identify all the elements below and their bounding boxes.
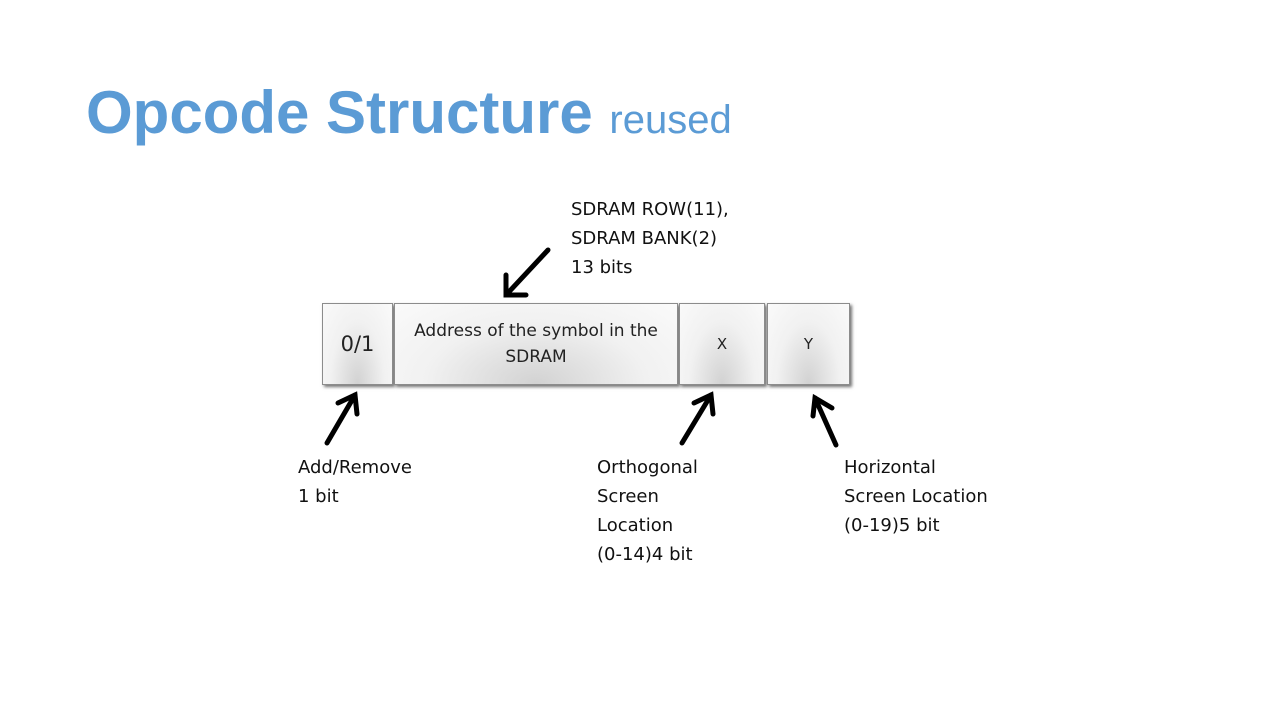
field-symbol-address: Address of the symbol in the SDRAM [394, 303, 678, 385]
slide-title-main: Opcode Structure [86, 79, 593, 146]
field-x: X [679, 303, 765, 385]
slide-title: Opcode Structure reused [86, 78, 732, 155]
label-sdram-address: SDRAM ROW(11), SDRAM BANK(2) 13 bits [571, 199, 729, 278]
slide-title-suffix: reused [609, 98, 732, 142]
label-horizontal-location: Horizontal Screen Location (0-19)5 bit [844, 457, 988, 536]
arrow-to-x [679, 391, 716, 446]
field-add-remove: 0/1 [322, 303, 393, 385]
arrow-to-add-remove [324, 391, 360, 446]
arrow-to-y [810, 393, 839, 448]
label-orthogonal-location: Orthogonal Screen Location (0-14)4 bit [597, 457, 698, 565]
arrow-to-address [503, 247, 551, 298]
field-y: Y [767, 303, 850, 385]
label-add-remove: Add/Remove 1 bit [298, 457, 412, 507]
